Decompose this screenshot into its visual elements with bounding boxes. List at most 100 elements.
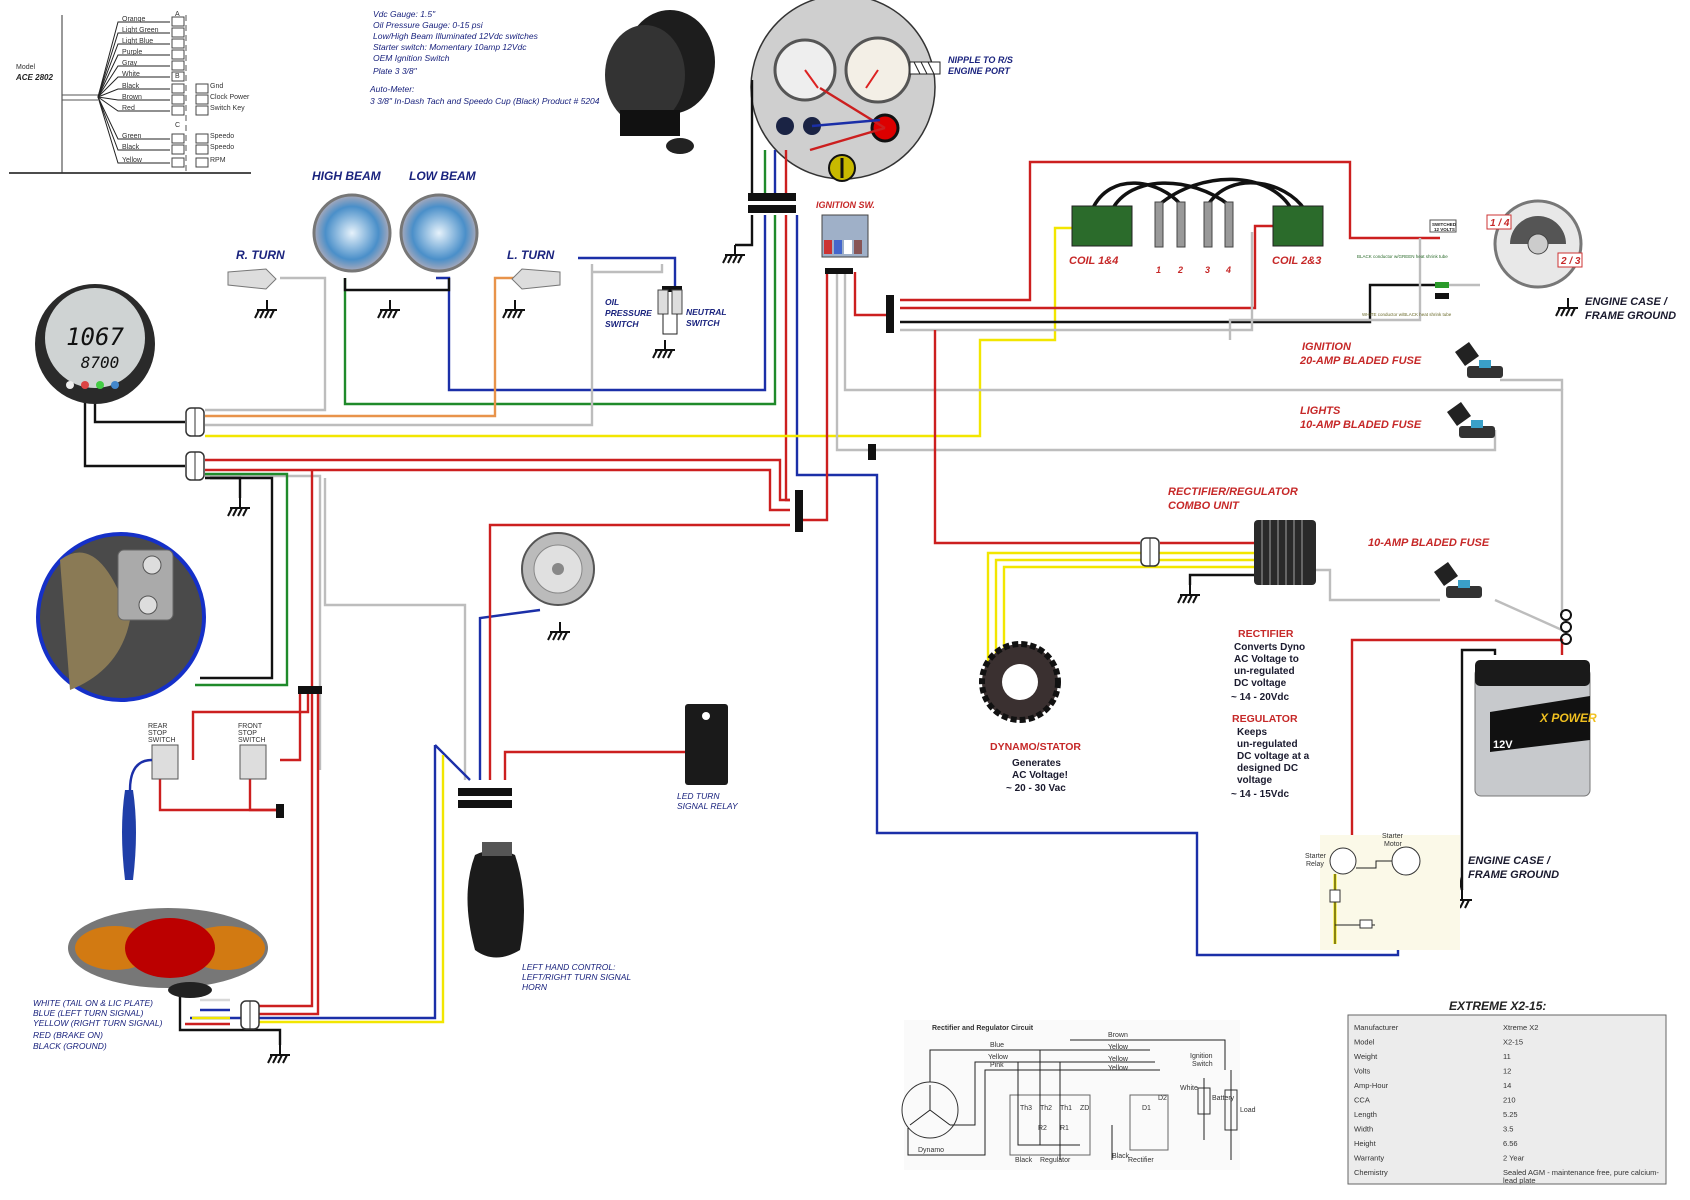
engine-ground-label: FRAME GROUND [1585, 310, 1676, 322]
table-cell-value: 2 Year [1503, 1154, 1525, 1163]
schematic-label: Regulator [1040, 1157, 1071, 1164]
left-hand-label: HORN [522, 982, 548, 992]
front-stop-label: FRONT [238, 723, 263, 730]
headlights [312, 193, 479, 273]
schematic-label: Battery [1212, 1095, 1235, 1102]
starter-relay [1329, 847, 1357, 875]
rectifier-desc: un-regulated [1234, 666, 1295, 677]
ground-symbol [502, 299, 526, 319]
schematic-label: Rectifier [1128, 1157, 1154, 1164]
coil-1-4 [1071, 205, 1133, 247]
ignition-switch-label: IGNITION SW. [816, 200, 875, 210]
lights-10a-fuse [1447, 402, 1495, 438]
nipple-label: NIPPLE TO R/S [948, 55, 1013, 65]
inset-photo-sensor [36, 532, 206, 702]
table-cell-value: 11 [1503, 1052, 1511, 1061]
tail-legend-item: BLUE (LEFT TURN SIGNAL) [33, 1008, 144, 1018]
plug-number: 3 [1205, 265, 1210, 275]
coil-1-4-label: COIL 1&4 [1069, 255, 1118, 267]
ace-plug-letter: C [175, 122, 180, 129]
rear-stop-label: STOP [148, 730, 167, 737]
ace-wire-label: Purple [122, 49, 142, 56]
lights-fuse-label: 10-AMP BLADED FUSE [1300, 419, 1422, 431]
left-hand-label: LEFT HAND CONTROL: [522, 962, 616, 972]
green-heat-shrink [1435, 282, 1449, 288]
engine-ground-label: ENGINE CASE / [1468, 855, 1552, 867]
ignition-connector [825, 268, 853, 274]
schematic-label: Yellow [1108, 1056, 1129, 1063]
regulator-desc: voltage [1237, 775, 1272, 786]
schematic-label: R2 [1038, 1125, 1047, 1132]
high-beam-label: HIGH BEAM [312, 169, 382, 183]
dynamo-desc: Generates [1012, 758, 1061, 769]
starter-motor [1391, 846, 1421, 876]
ace-plug-letter: A [175, 11, 180, 18]
ace-wire-label: Green [122, 133, 142, 140]
schematic-label: Load [1240, 1107, 1256, 1114]
ace-wire-label: Gray [122, 60, 138, 67]
tail-legend-item: WHITE (TAIL ON & LIC PLATE) [33, 998, 153, 1008]
schematic-label: Yellow [1108, 1044, 1129, 1051]
harness-connector [795, 490, 803, 532]
neutral-switch-label: SWITCH [686, 318, 720, 328]
ground-symbol [227, 497, 251, 517]
spec-line: Low/High Beam Illuminated 12Vdc switches [373, 31, 539, 41]
ace-wire-label: Light Blue [122, 38, 153, 45]
dynamo-stator [979, 641, 1061, 723]
schematic-label: White [1180, 1085, 1198, 1092]
oil-pressure-label: OIL [605, 297, 619, 307]
schematic-label: Brown [1108, 1032, 1128, 1039]
ace-pin [171, 27, 185, 38]
coil-2-3-label: COIL 2&3 [1272, 255, 1321, 267]
model-number: ACE 2802 [15, 73, 53, 82]
schematic-label: Pink [990, 1062, 1004, 1069]
starter-circuit [1320, 835, 1460, 950]
black-heat-shrink [1435, 293, 1449, 299]
schematic-label: Th2 [1040, 1105, 1052, 1112]
ace-pin-label: Speedo [210, 144, 234, 151]
left-turn-signal [511, 268, 561, 290]
ace-pin [171, 38, 185, 49]
lights-fuse-label: LIGHTS [1300, 405, 1341, 417]
automet-line: 3 3/8" In-Dash Tach and Speedo Cup (Blac… [370, 96, 600, 106]
table-cell-value: 6.56 [1503, 1139, 1518, 1148]
ace-pin [171, 133, 185, 144]
automet-title: Auto-Meter: [369, 84, 415, 94]
ace-pin-label: Clock Power [210, 94, 250, 101]
spec-line: Oil Pressure Gauge: 0-15 psi [373, 20, 484, 30]
table-cell-value: Sealed AGM - maintenance free, pure calc… [1503, 1168, 1659, 1177]
regulator-desc: designed DC [1237, 763, 1298, 774]
ground-symbol [722, 244, 746, 264]
ace-plug-letter: B [175, 73, 180, 80]
rect-reg-10a-fuse [1434, 562, 1482, 598]
table-cell-key: Warranty [1354, 1154, 1384, 1163]
starter-relay-label: Relay [1306, 861, 1324, 868]
wiring-harness [83, 80, 1564, 1045]
coil-2-3 [1272, 205, 1324, 247]
starter-motor-label: Motor [1384, 841, 1403, 848]
led-turn-signal-relay [685, 704, 728, 785]
regulator-desc: un-regulated [1237, 739, 1298, 750]
pickup-2-3-tag [1557, 252, 1583, 268]
plug-number: 4 [1225, 265, 1231, 275]
white-conductor-label: WHITE conductor w/BLACK heat shrink tube [1362, 312, 1452, 317]
oil-pressure-label: SWITCH [605, 319, 639, 329]
starter-motor-label: Starter [1382, 833, 1404, 840]
dynamo-label: DYNAMO/STATOR [990, 741, 1081, 753]
ace-pin [171, 83, 185, 94]
schematic-label: Th1 [1060, 1105, 1072, 1112]
ace-wire-label: White [122, 71, 140, 78]
ignition-coils [1071, 201, 1324, 248]
rect-reg-connector [1140, 537, 1160, 567]
schematic-label: D1 [1142, 1105, 1151, 1112]
dynamo-desc: AC Voltage! [1012, 770, 1068, 781]
fuse-10a-label: 10-AMP BLADED FUSE [1368, 537, 1490, 549]
dash-panel [750, 0, 941, 182]
component-labels: IGNITION SW. HIGH BEAM LOW BEAM R. TURN … [33, 169, 1676, 1051]
horn [521, 532, 595, 606]
